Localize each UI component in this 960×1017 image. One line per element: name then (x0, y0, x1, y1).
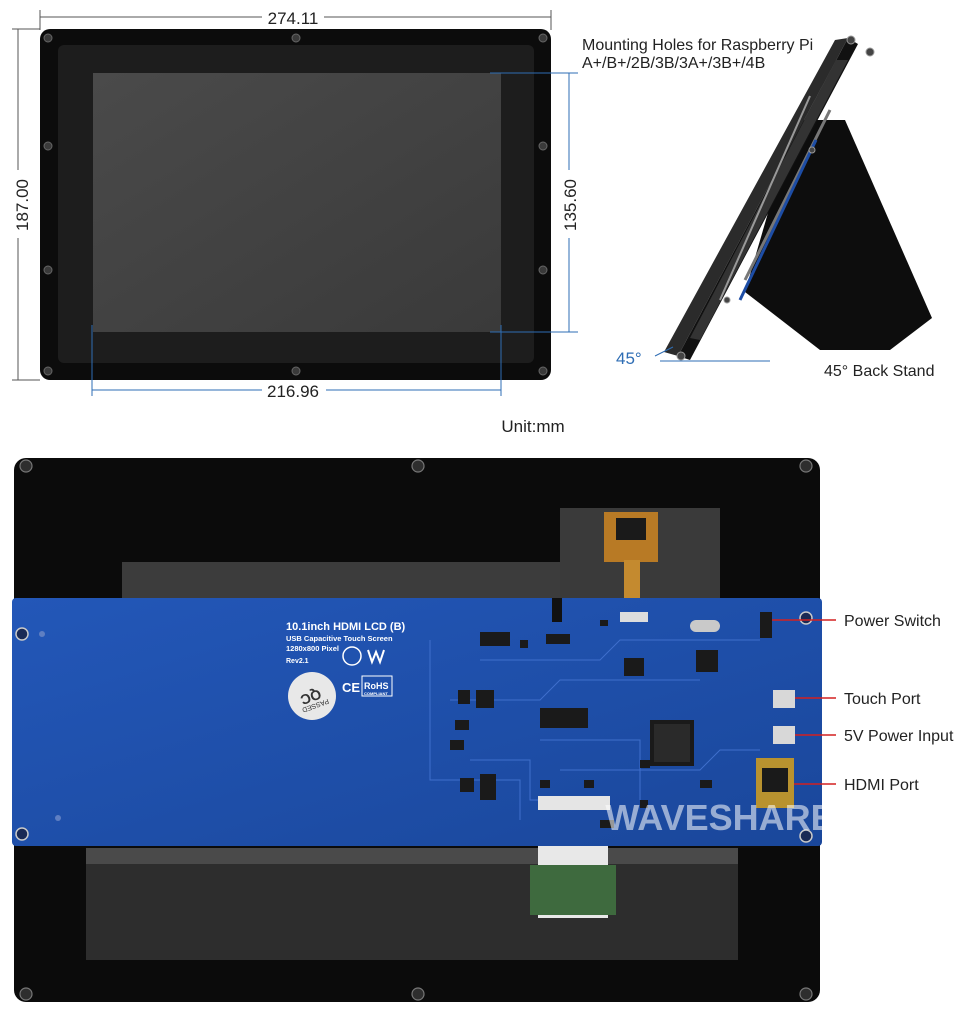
width-total-label: 274.11 (268, 9, 319, 28)
callout-power-switch: Power Switch (844, 613, 941, 630)
power-switch[interactable] (760, 612, 772, 638)
bezel-screws (43, 33, 548, 376)
rohs-mark: RoHS (364, 681, 389, 691)
callout-power-input: 5V Power Input (844, 728, 954, 745)
angle-label: 45° (616, 349, 642, 368)
active-height-label: 135.60 (561, 179, 580, 231)
callout-lines (772, 619, 836, 785)
brand-logo-icon (342, 646, 385, 666)
board-subtitle-1: USB Capacitive Touch Screen (286, 634, 393, 643)
ce-mark: CE (342, 680, 360, 695)
unit-label: Unit:mm (501, 417, 564, 436)
active-width-label: 216.96 (267, 382, 319, 401)
back-stand (745, 120, 932, 350)
board-revision: Rev2.1 (286, 658, 309, 665)
back-stand-label: 45° Back Stand (824, 363, 934, 380)
driver-board (12, 598, 822, 846)
pcb-components (450, 598, 795, 828)
power-usb-port[interactable] (773, 726, 795, 744)
display-active-area (93, 73, 501, 332)
mount-note-line2: A+/B+/2B/3B/3A+/3B+/4B (582, 55, 765, 72)
front-view: 274.11 187.00 135.60 216.96 (8, 6, 582, 402)
callout-hdmi-port: HDMI Port (844, 777, 919, 794)
side-view: Mounting Holes for Raspberry Pi A+/B+/2B… (582, 35, 934, 380)
qc-big-text: QC (298, 686, 323, 708)
mount-note-line1: Mounting Holes for Raspberry Pi (582, 37, 813, 54)
back-screws (19, 459, 813, 1001)
touch-usb-port[interactable] (773, 690, 795, 708)
back-view: 10.1inch HDMI LCD (B) USB Capacitive Tou… (12, 458, 954, 1002)
callout-touch-port: Touch Port (844, 691, 921, 708)
watermark: WAVESHARE (605, 797, 834, 838)
board-subtitle-2: 1280x800 Pixel (286, 644, 339, 653)
board-title: 10.1inch HDMI LCD (B) (286, 621, 406, 633)
height-total-label: 187.00 (13, 179, 32, 231)
rohs-compliant: COMPLIANT (364, 691, 388, 696)
qc-sticker: PASSED QC (288, 672, 336, 720)
